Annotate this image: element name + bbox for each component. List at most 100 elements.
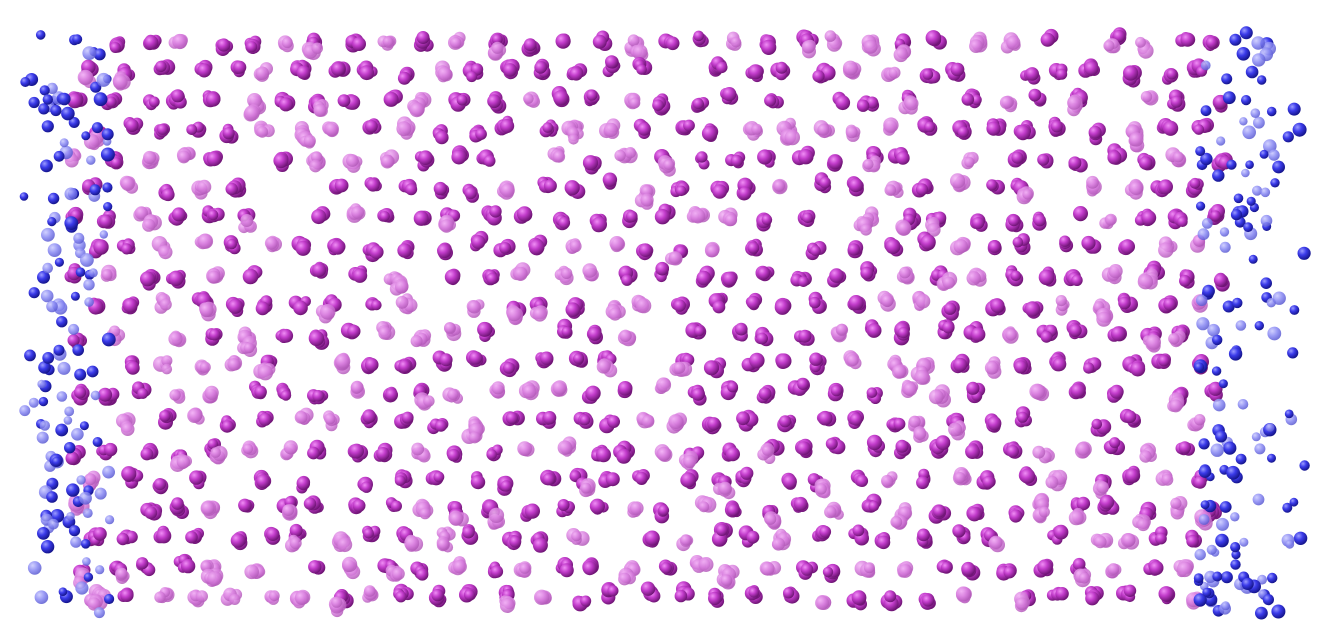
particle-cluster — [244, 563, 266, 580]
particle-cluster — [1014, 406, 1032, 428]
cluster-sphere — [380, 155, 394, 169]
cluster-sphere — [943, 302, 957, 315]
cluster-sphere — [916, 476, 930, 490]
particle-cluster — [168, 33, 188, 50]
particle-cluster — [736, 409, 759, 432]
cluster-sphere — [123, 298, 138, 313]
cluster-sphere — [847, 243, 861, 256]
particle-cluster — [1068, 507, 1087, 526]
particle-cluster — [502, 410, 525, 427]
particle-cluster — [613, 440, 635, 464]
cluster-sphere — [730, 154, 743, 167]
particle-cluster — [1175, 32, 1196, 47]
particle-cluster — [676, 534, 694, 552]
particle-cluster — [425, 470, 445, 486]
particle-cluster — [925, 30, 947, 50]
edge-sphere — [64, 216, 79, 231]
edge-sphere — [19, 405, 31, 417]
particle-cluster — [961, 561, 981, 581]
particle-cluster — [168, 207, 188, 226]
cluster-sphere — [1137, 274, 1154, 290]
cluster-sphere — [168, 331, 183, 346]
particle-cluster — [323, 410, 340, 432]
particle-cluster — [582, 557, 599, 576]
cluster-sphere — [487, 94, 501, 109]
particle-cluster — [289, 589, 311, 609]
cluster-sphere — [1180, 32, 1195, 47]
cluster-sphere — [1055, 587, 1069, 601]
cluster-sphere — [222, 127, 235, 139]
particle-cluster — [537, 176, 557, 194]
particle-cluster — [622, 209, 638, 229]
particle-cluster — [822, 563, 841, 583]
particle-cluster — [244, 35, 262, 55]
edge-sphere — [40, 159, 53, 173]
particle-cluster — [333, 352, 351, 375]
cluster-sphere — [746, 295, 761, 310]
cluster-sphere — [914, 369, 930, 385]
particle-cluster — [703, 357, 727, 379]
particle-cluster — [131, 381, 152, 400]
edge-sphere — [66, 483, 80, 497]
cluster-sphere — [217, 38, 231, 52]
particle-cluster — [547, 146, 566, 163]
particle-cluster — [143, 94, 160, 111]
cluster-sphere — [1177, 216, 1188, 227]
particle-cluster — [824, 501, 844, 520]
cluster-sphere — [125, 118, 139, 132]
particle-cluster — [428, 584, 447, 608]
particle-cluster — [383, 89, 403, 107]
cluster-sphere — [986, 121, 1001, 136]
particle-cluster — [864, 319, 882, 338]
cluster-sphere — [308, 560, 322, 574]
edge-sphere — [46, 491, 58, 503]
particle-cluster — [540, 469, 562, 487]
cluster-sphere — [817, 123, 830, 136]
cluster-sphere — [451, 149, 467, 165]
cluster-sphere — [888, 66, 901, 79]
cluster-sphere — [1107, 563, 1120, 575]
particle-cluster — [1137, 152, 1156, 171]
particle-cluster — [632, 469, 650, 485]
particle-cluster — [816, 410, 837, 427]
cluster-sphere — [1076, 441, 1090, 456]
particle-cluster — [437, 242, 453, 261]
particle-cluster — [187, 407, 205, 425]
cluster-sphere — [663, 159, 674, 170]
particle-cluster — [1033, 558, 1054, 578]
particle-cluster — [461, 524, 479, 545]
particle-cluster — [1073, 206, 1088, 222]
cluster-sphere — [573, 353, 584, 364]
cluster-sphere — [903, 382, 918, 397]
particle-cluster — [671, 296, 690, 315]
edge-sphere — [28, 96, 40, 109]
cluster-sphere — [603, 122, 619, 137]
particle-cluster — [225, 296, 245, 317]
edge-sphere — [68, 323, 80, 335]
particle-cluster — [348, 265, 368, 283]
cluster-sphere — [1149, 560, 1164, 576]
particle-cluster — [530, 531, 549, 553]
cluster-sphere — [856, 99, 870, 112]
cluster-sphere — [385, 388, 398, 401]
edge-sphere — [1239, 26, 1253, 40]
cluster-sphere — [1006, 35, 1021, 50]
cluster-sphere — [605, 55, 619, 69]
edge-sphere — [1289, 497, 1299, 507]
cluster-sphere — [885, 238, 901, 255]
particle-cluster — [759, 34, 777, 56]
particle-cluster — [1007, 149, 1027, 168]
particle-cluster — [1187, 414, 1206, 432]
particle-cluster — [347, 443, 369, 463]
particle-cluster — [787, 377, 810, 396]
cluster-sphere — [161, 363, 173, 375]
particle-cluster — [242, 265, 263, 285]
particle-cluster — [205, 328, 223, 346]
cluster-sphere — [961, 561, 976, 576]
particle-cluster — [846, 176, 864, 197]
cluster-sphere — [208, 328, 221, 341]
edge-sphere — [91, 122, 103, 134]
particle-cluster — [518, 380, 540, 401]
particle-cluster — [410, 561, 429, 581]
edge-sphere — [102, 465, 115, 479]
